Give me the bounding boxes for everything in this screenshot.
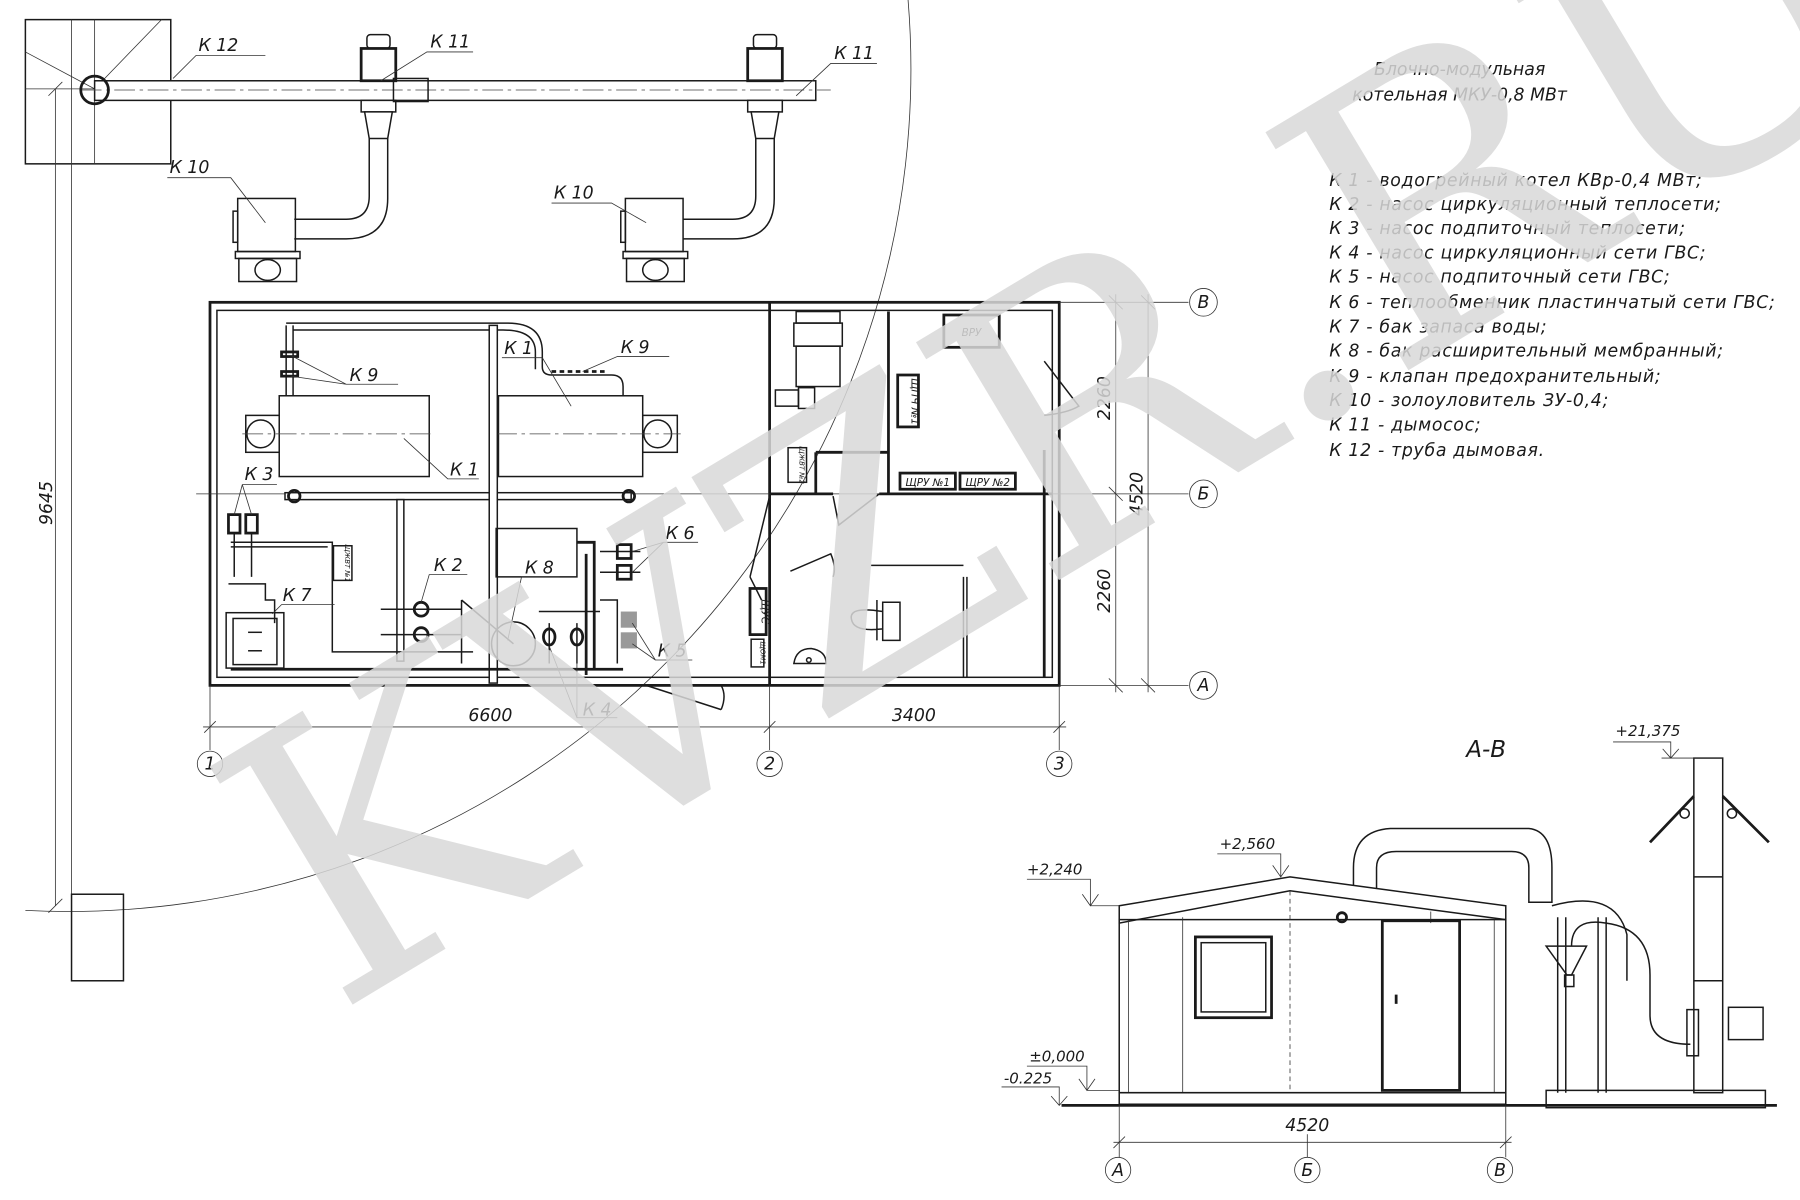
- label-k10-1: К 10: [170, 158, 210, 178]
- pump-k3-1: [227, 513, 242, 535]
- legend-item: К 4 - насос циркуляционный сети ГВС;: [1329, 243, 1706, 263]
- equipment-legend: К 1 - водогрейный котел КВр-0,4 МВт; К 2…: [1329, 171, 1775, 461]
- section-elevation: А-В +2,240 +2,560: [1001, 722, 1777, 1184]
- level-0000: ±0,000: [1029, 1048, 1085, 1066]
- ash-collector-1: [232, 197, 301, 283]
- label-k3: К 3: [245, 465, 274, 485]
- entrance-door: [1380, 919, 1461, 1092]
- panel-shru2-label: ЩРУ №2: [965, 477, 1010, 489]
- section-axis-V: В: [1494, 1161, 1506, 1181]
- washbasin: [792, 647, 827, 665]
- legend-item: К 12 - труба дымовая.: [1329, 441, 1545, 461]
- axis-3: 3: [1054, 755, 1065, 775]
- section-axis-A: А: [1111, 1161, 1124, 1181]
- axis-V: В: [1198, 293, 1210, 313]
- window: [1193, 935, 1273, 1020]
- panel-vru: [942, 313, 1001, 349]
- axis-A: А: [1197, 676, 1210, 696]
- panel-shpch1: [896, 373, 920, 429]
- section-title: А-В: [1464, 737, 1506, 763]
- label-k4: К 4: [583, 700, 612, 720]
- boiler-k1-right: [496, 395, 681, 478]
- axis-B: Б: [1198, 485, 1210, 505]
- panel-shzhvt2-label: ЩЖВТ №2: [798, 446, 806, 484]
- legend-item: К 6 - теплообменник пластинчатый сети ГВ…: [1329, 293, 1775, 313]
- roof: [1118, 876, 1507, 924]
- stack-fan-unit: [774, 310, 844, 410]
- panel-shru1: [898, 471, 957, 491]
- legend-item: К 11 - дымосос;: [1329, 415, 1481, 435]
- label-k8: К 8: [525, 558, 554, 578]
- stack-guy-brackets: [1648, 795, 1770, 844]
- level-2240: +2,240: [1027, 861, 1083, 879]
- chimney-pipe: [79, 74, 110, 106]
- panel-shzhvt1-label: ЩЖВТ №1: [343, 544, 351, 582]
- label-k7: К 7: [283, 586, 312, 606]
- water-tank-k7: [225, 611, 285, 669]
- toilet-fixture: [850, 600, 901, 642]
- label-k11-2: К 11: [834, 44, 874, 64]
- label-k10-2: К 10: [554, 183, 594, 203]
- label-k12: К 12: [198, 36, 238, 56]
- label-k9-right: К 9: [621, 338, 650, 358]
- drawing-title-line1: Блочно-модульная: [1374, 60, 1545, 80]
- label-k1-left: К 1: [450, 460, 479, 480]
- flue-plan: 9645: [24, 0, 912, 982]
- expansion-tank-k8: [490, 621, 537, 667]
- panel-shru2: [958, 471, 1017, 491]
- ash-collector-2: [620, 197, 689, 283]
- radius-arc: [25, 0, 912, 912]
- dim-2260-top: 2260: [1095, 376, 1115, 420]
- panel-vru-label: ВРУ: [962, 327, 982, 339]
- legend-item: К 8 - бак расширительный мембранный;: [1329, 342, 1724, 362]
- dim-2260-bottom: 2260: [1095, 569, 1115, 613]
- axis-1: 1: [204, 755, 215, 775]
- label-k11-1: К 11: [430, 32, 470, 52]
- level-2560: +2,560: [1220, 835, 1276, 853]
- panel-shom-label: ЩОМ1: [758, 641, 766, 664]
- legend-item: К 1 - водогрейный котел КВр-0,4 МВт;: [1329, 171, 1702, 191]
- smoke-exhauster-2: [683, 33, 784, 240]
- legend-item: К 5 - насос подпиточный сети ГВС;: [1329, 268, 1670, 288]
- boiler-k1-left: [242, 325, 433, 478]
- legend-item: К 7 - бак запаса воды;: [1329, 317, 1547, 337]
- legend-item: К 3 - насос подпиточный теплосети;: [1329, 219, 1686, 239]
- panel-shus-label: ЩУС: [759, 599, 771, 625]
- floor-plan: ВРУ ЩПЧ №1 ЩРУ №1 ЩРУ №2 ЩУС ЩОМ1 ЩЖВТ №…: [196, 288, 1218, 777]
- dim-9645: 9645: [37, 481, 57, 525]
- legend-item: К 2 - насос циркуляционный теплосети;: [1329, 195, 1721, 215]
- label-k1-right: К 1: [504, 339, 533, 359]
- label-k5: К 5: [658, 642, 687, 662]
- panel-shzhvt2: [787, 446, 808, 484]
- flue-collector-pipe: [93, 80, 817, 102]
- exhauster-motor: [1727, 1006, 1764, 1041]
- axis-2: 2: [764, 755, 775, 775]
- label-k2: К 2: [434, 556, 463, 576]
- panel-shom: [750, 638, 765, 668]
- dim-3400: 3400: [892, 706, 936, 726]
- label-k6: К 6: [666, 524, 695, 544]
- panel-shzhvt1: [332, 545, 353, 582]
- pump-k3-2: [244, 513, 259, 535]
- panel-shus: [748, 587, 768, 636]
- level-minus-0225: -0.225: [1004, 1069, 1052, 1087]
- dim-4520: 4520: [1127, 472, 1147, 516]
- level-21375: +21,375: [1615, 722, 1680, 740]
- smoke-exhauster-1: [294, 33, 429, 240]
- panel-shru1-label: ЩРУ №1: [905, 477, 950, 489]
- chimney-base-block: [70, 893, 125, 982]
- legend-item: К 10 - золоуловитель ЗУ-0,4;: [1329, 391, 1609, 411]
- panel-shpch1-label: ЩПЧ №1: [909, 378, 921, 425]
- section-dim-4520: 4520: [1285, 1116, 1329, 1136]
- label-k9-left: К 9: [350, 366, 379, 386]
- drawing-title-line2: котельная МКУ-0,8 МВт: [1352, 85, 1568, 105]
- section-axis-B: Б: [1301, 1161, 1313, 1181]
- legend-item: К 9 - клапан предохранительный;: [1329, 367, 1661, 387]
- building-walls: [1118, 918, 1507, 1094]
- dim-6600: 6600: [468, 706, 512, 726]
